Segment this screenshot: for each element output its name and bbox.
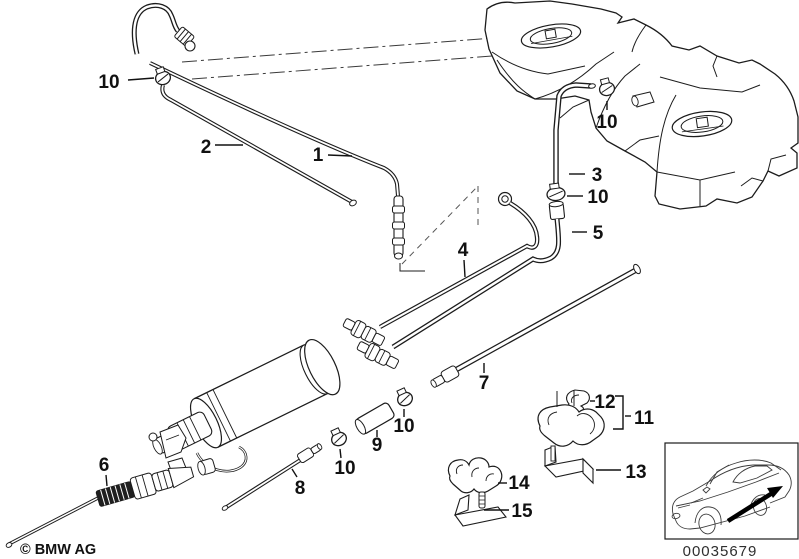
callout-3: 3	[592, 165, 603, 186]
fuel-filter	[148, 339, 341, 484]
tank-opening-right	[671, 110, 733, 138]
bmw-sedan-icon	[671, 459, 792, 535]
callout-10-hose8: 10	[334, 458, 355, 479]
clamp-on-tank	[598, 77, 616, 97]
quick-connect-b	[356, 341, 400, 369]
callout-14: 14	[508, 473, 530, 494]
clamp-on-hose8	[330, 427, 347, 447]
part-4-dashed-bracket	[399, 185, 479, 272]
car-location-inset: 00035679	[664, 442, 799, 559]
part-1-banjo-bolt	[184, 40, 196, 52]
callout-2: 2	[201, 137, 212, 158]
callout-1: 1	[313, 145, 324, 166]
part-8-pipe	[221, 443, 323, 511]
part-6-cable	[5, 458, 216, 548]
part-5-hose	[391, 200, 566, 350]
callout-9: 9	[372, 435, 383, 456]
callout-10-tank: 10	[596, 112, 617, 133]
part-14-clip	[447, 457, 503, 494]
callout-13: 13	[625, 462, 646, 483]
diagram-number: 00035679	[683, 543, 758, 559]
part-4-pipes	[342, 185, 540, 369]
clamp-on-pipe	[396, 387, 413, 407]
part-1-vent-line	[131, 2, 405, 260]
callout-8: 8	[295, 478, 306, 499]
part-7-pipe	[430, 263, 641, 388]
callout-12: 12	[594, 392, 615, 413]
tank-opening-left	[520, 23, 582, 49]
callout-leaders	[105, 77, 631, 511]
part-10-clamps	[154, 66, 616, 447]
callout-10-mid: 10	[587, 187, 608, 208]
tank-fold-lines	[491, 24, 787, 206]
clamp-mid	[546, 182, 566, 202]
callout-5: 5	[593, 223, 604, 244]
clamp-top-left	[154, 66, 172, 86]
part-15-bracket	[454, 491, 507, 527]
tank-port	[631, 91, 655, 108]
callout-10-pipe: 10	[393, 416, 414, 437]
part-2-line	[160, 84, 357, 207]
fuel-tank	[484, 0, 799, 210]
part-9-hose	[354, 402, 395, 435]
callout-7: 7	[479, 373, 490, 394]
callout-10-top-left: 10	[98, 72, 119, 93]
filter-flange	[304, 339, 341, 396]
part-1-connector	[392, 195, 405, 260]
location-arrow	[726, 486, 783, 523]
part-11-clip	[537, 390, 605, 447]
callout-15: 15	[511, 501, 533, 522]
part-3-hose	[553, 82, 596, 184]
copyright-text: © BMW AG	[20, 542, 96, 558]
quick-connect-a	[342, 318, 386, 346]
callout-6: 6	[99, 455, 110, 476]
callout-numbers: 10 2 1 10 3 10 5 4 7 12 11 13 14 15 6 9 …	[98, 72, 654, 522]
part-13-bracket	[543, 445, 595, 485]
callout-11: 11	[634, 408, 655, 429]
callout-4: 4	[458, 240, 469, 261]
